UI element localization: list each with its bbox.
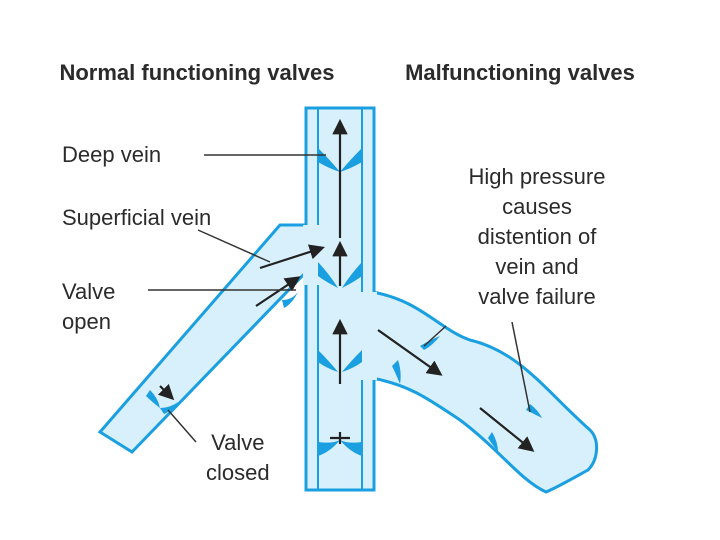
- label-high-pressure: High pressure causes distention of vein …: [468, 164, 606, 309]
- label-valve-open: Valve open: [62, 279, 116, 334]
- label-superficial-vein: Superficial vein: [62, 205, 212, 230]
- superficial-vein: [97, 223, 310, 454]
- heading-normal: Normal functioning valves: [59, 60, 335, 85]
- heading-malfunctioning: Malfunctioning valves: [405, 60, 635, 85]
- label-deep-vein: Deep vein: [62, 142, 162, 167]
- superficial-vein-valves: [146, 292, 298, 414]
- deep-vein-valves: [318, 148, 362, 456]
- failed-valves: [392, 336, 542, 452]
- label-valve-closed: Valve closed: [206, 430, 270, 485]
- flow-arrows: [157, 118, 535, 452]
- leader-lines: [148, 154, 531, 443]
- dilated-vein: [370, 290, 598, 494]
